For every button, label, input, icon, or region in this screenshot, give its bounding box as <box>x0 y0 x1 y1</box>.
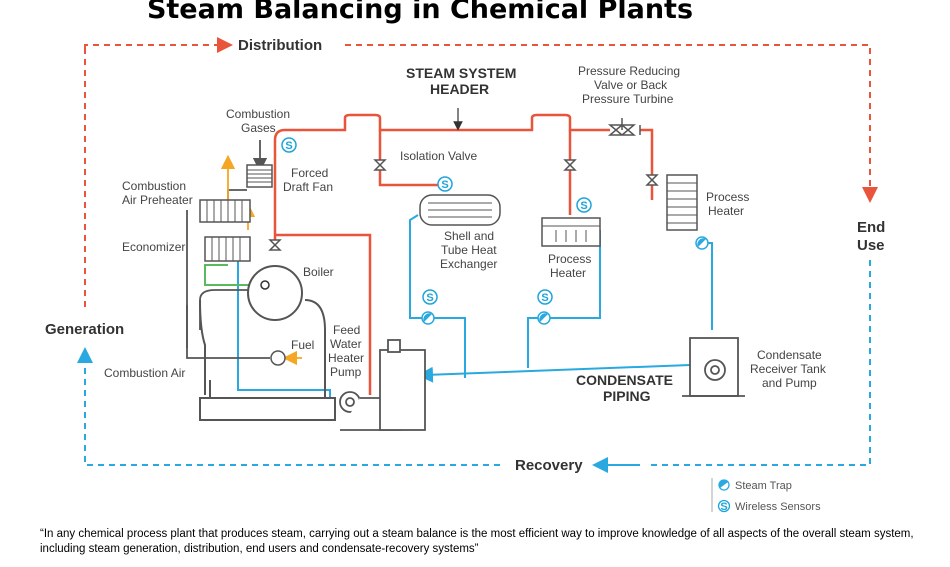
legend-steam-trap-icon <box>718 479 730 491</box>
generation-label: Generation <box>45 321 124 338</box>
boiler-valve <box>268 239 282 251</box>
process-heater-2 <box>666 174 698 231</box>
legend: Steam Trap S Wireless Sensors <box>711 478 821 513</box>
process-heater-1-label-2: Heater <box>550 266 586 280</box>
recovery-loop-line-left <box>77 347 500 466</box>
svg-text:S: S <box>580 200 587 212</box>
svg-text:S: S <box>426 292 433 304</box>
economizer-label: Economizer <box>122 240 185 254</box>
feed-water-label-4: Pump <box>330 365 362 379</box>
feed-water-label-1: Feed <box>333 323 360 337</box>
prv-label-2: Valve or Back <box>594 78 668 92</box>
economizer <box>204 236 251 262</box>
shell-tube-heat-exchanger <box>419 194 501 226</box>
legend-wireless-sensor-icon: S <box>717 499 731 513</box>
wireless-sensor-3: S <box>576 197 592 213</box>
feed-water-label-3: Heater <box>328 351 364 365</box>
wireless-sensor-4: S <box>422 289 438 305</box>
process-heater-1 <box>541 217 601 247</box>
prv-label-1: Pressure Reducing <box>578 64 680 78</box>
isolation-valve-1 <box>373 159 387 171</box>
steam-trap-2 <box>537 311 551 325</box>
legend-wireless-sensors-label: Wireless Sensors <box>735 501 821 513</box>
shell-tube-label-1: Shell and <box>444 229 494 243</box>
process-heater-1-label-1: Process <box>548 252 591 266</box>
steam-trap-3 <box>695 236 709 250</box>
condensate-receiver-label-3: and Pump <box>762 376 817 390</box>
fuel-inlet <box>270 350 286 366</box>
feed-water-label-2: Water <box>330 337 362 351</box>
legend-steam-trap-label: Steam Trap <box>735 480 792 492</box>
prv-label-3: Pressure Turbine <box>582 92 674 106</box>
forced-draft-fan <box>246 164 273 188</box>
steam-header-piping <box>273 113 654 395</box>
feedwater-line <box>204 264 273 293</box>
isolation-valve-3 <box>645 174 659 186</box>
wireless-sensor-1: S <box>281 137 297 153</box>
steam-system-header-label-2: HEADER <box>430 81 489 97</box>
isolation-valve-2 <box>563 159 577 171</box>
steam-trap-1 <box>421 311 435 325</box>
end-use-label-2: Use <box>857 237 885 254</box>
boiler <box>199 265 326 395</box>
forced-draft-fan-label-1: Forced <box>291 166 328 180</box>
pressure-reducing-valve <box>607 118 641 136</box>
fuel-label: Fuel <box>291 338 314 352</box>
combustion-gases-label-1: Combustion <box>226 107 290 121</box>
wireless-sensor-2: S <box>437 176 453 192</box>
svg-text:S: S <box>441 179 448 191</box>
distribution-loop-line <box>84 37 233 53</box>
air-preheater-label-1: Combustion <box>122 179 186 193</box>
recovery-label: Recovery <box>515 457 583 474</box>
combustion-air-label: Combustion Air <box>104 366 185 380</box>
svg-text:S: S <box>720 501 727 513</box>
condensate-piping <box>237 214 713 398</box>
steam-system-header-label-1: STEAM SYSTEM <box>406 65 516 81</box>
forced-draft-fan-label-2: Draft Fan <box>283 180 333 194</box>
combustion-air-preheater <box>199 199 251 223</box>
shell-tube-label-2: Tube Heat <box>441 243 497 257</box>
page-title: Steam Balancing in Chemical Plants <box>146 0 694 25</box>
condensate-receiver-tank <box>682 337 745 397</box>
quote-text: “In any chemical process plant that prod… <box>40 528 914 555</box>
feed-water-pump <box>339 339 426 431</box>
steam-system-diagram: Distribution End Use Recovery Generation <box>45 37 885 513</box>
outer-loop <box>77 37 878 473</box>
wireless-sensor-5: S <box>537 289 553 305</box>
condensate-receiver-label-1: Condensate <box>757 348 822 362</box>
isolation-valve-label: Isolation Valve <box>400 149 477 163</box>
boiler-label: Boiler <box>303 265 334 279</box>
svg-text:S: S <box>285 140 292 152</box>
end-use-label-1: End <box>857 219 885 236</box>
combustion-gases-label-2: Gases <box>241 121 276 135</box>
condensate-piping-label-1: CONDENSATE <box>576 372 673 388</box>
condensate-piping-label-2: PIPING <box>603 388 651 404</box>
svg-text:S: S <box>541 292 548 304</box>
end-use-loop-line <box>650 260 871 466</box>
shell-tube-label-3: Exchanger <box>440 257 497 271</box>
process-heater-2-label-2: Heater <box>708 204 744 218</box>
process-heater-2-label-1: Process <box>706 190 749 204</box>
air-preheater-label-2: Air Preheater <box>122 193 193 207</box>
distribution-label: Distribution <box>238 37 322 54</box>
boiler-skid <box>199 380 336 421</box>
condensate-receiver-label-2: Receiver Tank <box>750 362 827 376</box>
